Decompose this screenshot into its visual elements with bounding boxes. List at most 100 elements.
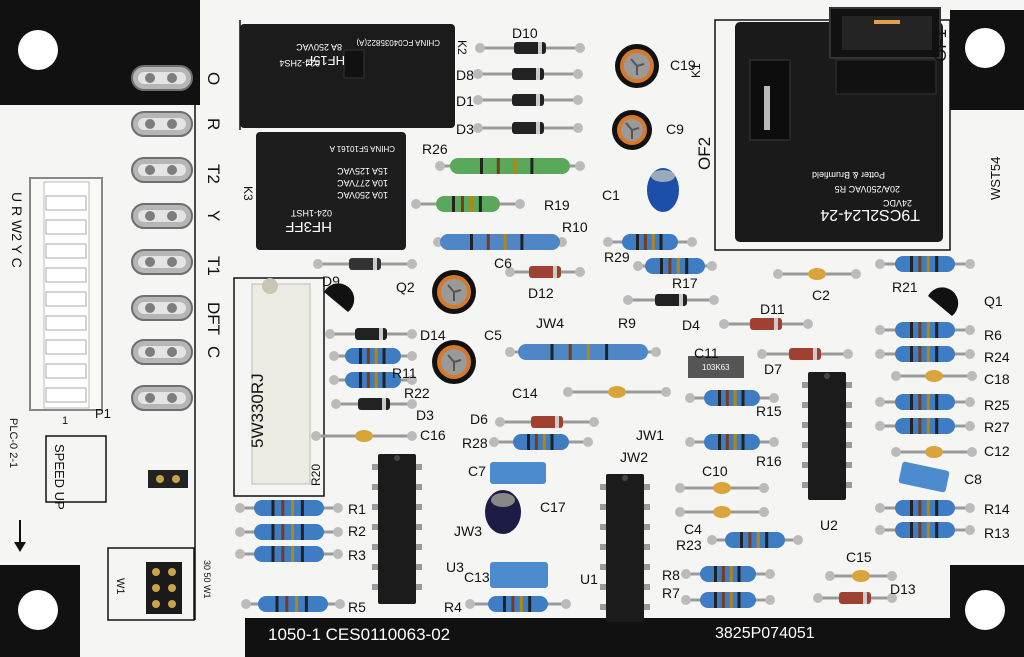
connector-pin1: 1 (62, 415, 68, 427)
resistor-body (700, 592, 756, 608)
ic-pin (846, 402, 852, 408)
solder-pad (505, 267, 515, 277)
resistor-band (281, 524, 285, 540)
solder-pad (561, 599, 571, 609)
resistor-body (436, 196, 500, 212)
ic-pin (416, 544, 422, 550)
resistor-band (511, 596, 515, 612)
resistor-band (926, 346, 930, 362)
resistor-body (450, 158, 570, 174)
speed-up-header (148, 470, 188, 488)
terminal-rivet (145, 303, 155, 313)
solder-pad (475, 43, 485, 53)
diode-band (555, 416, 559, 428)
connector-pins (45, 195, 87, 403)
speed-up-label: SPEED UP (52, 444, 67, 510)
resistor-band (550, 344, 554, 360)
resistor-body (622, 234, 678, 250)
solder-pad (675, 483, 685, 493)
solder-pad (803, 319, 813, 329)
solder-pad (759, 507, 769, 517)
resistor-body (895, 500, 955, 516)
ecap-c1-top (651, 170, 675, 182)
relay-k3-origin: CHINA 5F10161 A (329, 144, 395, 153)
solder-pad (235, 527, 245, 537)
resistor-body (254, 546, 324, 562)
ic-pin (372, 584, 378, 590)
solder-pad (793, 535, 803, 545)
ic-group (372, 372, 852, 622)
resistor-band (918, 346, 922, 362)
solder-pad (333, 549, 343, 559)
ecap-vent (625, 122, 640, 139)
resistor-band (586, 344, 590, 360)
resistor-band (918, 394, 922, 410)
ref-label-r8: R8 (662, 567, 680, 583)
ic-pin (372, 464, 378, 470)
resistor-body (345, 348, 401, 364)
resistor-band (304, 596, 308, 612)
resistor-band (452, 196, 455, 212)
solder-pad (965, 325, 975, 335)
ic-pin (802, 442, 808, 448)
resistor-band (382, 372, 386, 388)
resistor-band (480, 158, 483, 174)
ref-label-r5: R5 (348, 599, 366, 615)
component-parts: 103K63 (235, 42, 977, 612)
solder-pad (875, 421, 885, 431)
ref-label-jw4: JW4 (536, 315, 564, 331)
mount-hole-br (965, 590, 1005, 630)
resistor-band (568, 344, 572, 360)
solder-pad (573, 69, 583, 79)
resistor-band (935, 394, 939, 410)
ref-label-c1: C1 (602, 187, 620, 203)
electrolytic-capacitors (432, 44, 679, 534)
diode-band (813, 348, 817, 360)
ref-label-r4: R4 (444, 599, 462, 615)
solder-pad (407, 351, 417, 361)
solder-pad (329, 351, 339, 361)
cap-body (808, 268, 826, 280)
ic-pin (802, 462, 808, 468)
solder-pad (965, 503, 975, 513)
relay-k3 (256, 132, 406, 250)
resistor-band (366, 348, 370, 364)
terminal-label: DFT (204, 302, 223, 335)
ref-label-jw2: JW2 (620, 449, 648, 465)
relay-k3-model: HF3FF (285, 218, 332, 235)
solder-pad (965, 525, 975, 535)
ref-label-d9: D9 (322, 273, 340, 289)
ref-label-r25: R25 (984, 397, 1010, 413)
resistor-band (926, 500, 930, 516)
connector-pin (45, 195, 87, 211)
resistor-band (935, 522, 939, 538)
resistor-body (895, 394, 955, 410)
ic-pin (644, 544, 650, 550)
ref-label-c11: C11 (694, 345, 719, 361)
ref-label-d6: D6 (470, 411, 488, 427)
resistor-band (300, 500, 304, 516)
resistor-band (478, 196, 482, 212)
resistor-band (503, 596, 506, 612)
resistor-band (740, 532, 743, 548)
resistor-band (668, 258, 672, 274)
ic-notch (394, 455, 400, 461)
solder-pad (329, 375, 339, 385)
ic-pin (846, 482, 852, 488)
solder-pad (575, 161, 585, 171)
relay-k2-model: HF15F (305, 53, 345, 68)
connector-pins-label: U R W2 Y C (9, 192, 25, 268)
ref-label-c8: C8 (964, 471, 982, 487)
ecap-c17-top (491, 493, 515, 507)
ref-label-r17: R17 (672, 275, 698, 291)
solder-pad (967, 371, 977, 381)
resistor-body (895, 346, 955, 362)
resistor-band (605, 344, 609, 360)
cap-body (925, 370, 943, 382)
ic-pin (600, 504, 606, 510)
solder-pad (235, 503, 245, 513)
solder-pad (875, 397, 885, 407)
diode-band (382, 398, 386, 410)
ref-label-r11: R11 (392, 365, 417, 381)
